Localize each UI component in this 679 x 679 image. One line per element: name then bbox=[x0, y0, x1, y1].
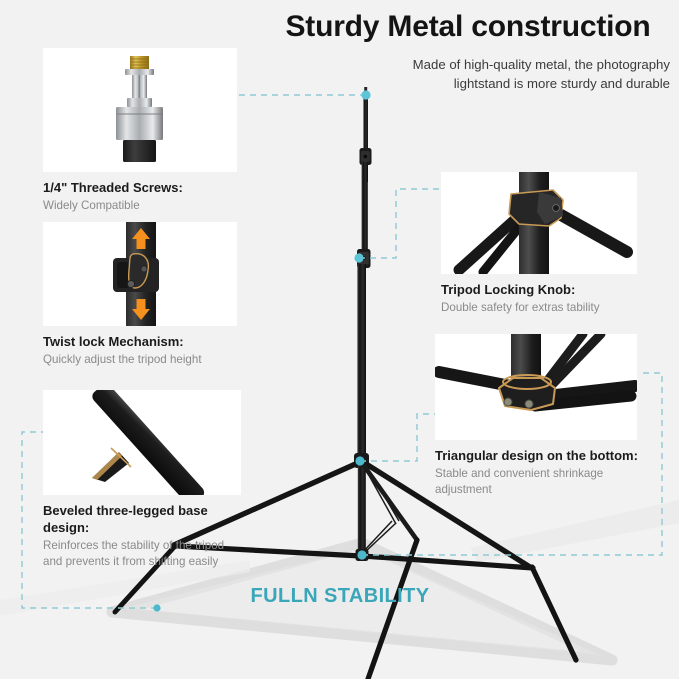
card-title: Beveled three-legged base design: bbox=[43, 503, 208, 535]
up-arrow-icon bbox=[132, 228, 150, 249]
quarter-inch-screw-adapter-photo bbox=[43, 48, 237, 172]
twist-lock-collar-photo bbox=[43, 222, 237, 326]
floor-triangle-shadow bbox=[106, 537, 618, 666]
card-image-threaded-screws bbox=[43, 48, 237, 172]
stability-caption: FULLN STABILITY bbox=[250, 585, 430, 607]
feature-card-triangular-base: Triangular design on the bottom: Stable … bbox=[435, 334, 639, 497]
page-subtitle: Made of high-quality metal, the photogra… bbox=[412, 57, 670, 91]
stand-lower-section bbox=[357, 264, 366, 464]
card-image-locking-knob bbox=[441, 172, 637, 274]
page-title: Sturdy Metal construction bbox=[285, 10, 651, 43]
card-description: Quickly adjust the tripod height bbox=[43, 353, 202, 366]
spreader-left bbox=[173, 543, 364, 559]
beveled-leg-tip-photo bbox=[43, 390, 241, 495]
card-image-beveled-base bbox=[43, 390, 241, 495]
tripod-base-spreaders bbox=[173, 543, 536, 571]
card-title: Triangular design on the bottom: bbox=[435, 448, 638, 463]
floor-leg-right bbox=[529, 564, 579, 663]
feature-card-threaded-screws: 1/4" Threaded Screws: Widely Compatible bbox=[43, 48, 239, 214]
strut-left bbox=[171, 459, 363, 548]
feature-card-beveled-base: Beveled three-legged base design: Reinfo… bbox=[43, 390, 243, 569]
down-arrow-icon bbox=[132, 299, 150, 320]
card-description: Reinforces the stability of the tripod a… bbox=[43, 539, 225, 568]
stand-base-column bbox=[357, 462, 366, 555]
spreader-right bbox=[360, 553, 536, 571]
triangular-base-bracket-photo bbox=[435, 334, 637, 440]
card-description: Stable and convenient shrinkage adjustme… bbox=[435, 467, 604, 496]
card-image-twist-lock bbox=[43, 222, 237, 326]
floor-leg-front bbox=[365, 537, 420, 679]
tripod-locking-knob-photo bbox=[441, 172, 637, 274]
card-description: Double safety for extras tability bbox=[441, 301, 600, 314]
stand-top-section bbox=[363, 92, 368, 182]
floor-triangle-fill bbox=[124, 548, 600, 655]
card-title: 1/4" Threaded Screws: bbox=[43, 180, 183, 195]
feature-card-twist-lock: Twist lock Mechanism: Quickly adjust the… bbox=[43, 222, 239, 368]
card-image-triangular-base bbox=[435, 334, 637, 440]
card-description: Widely Compatible bbox=[43, 199, 140, 212]
feature-card-locking-knob: Tripod Locking Knob: Double safety for e… bbox=[441, 172, 639, 316]
twist-lock-collar-upper bbox=[359, 148, 372, 165]
lock-lever-highlight bbox=[127, 253, 150, 289]
triangular-base-bracket bbox=[355, 549, 369, 561]
card-title: Twist lock Mechanism: bbox=[43, 334, 184, 349]
card-title: Tripod Locking Knob: bbox=[441, 282, 576, 297]
